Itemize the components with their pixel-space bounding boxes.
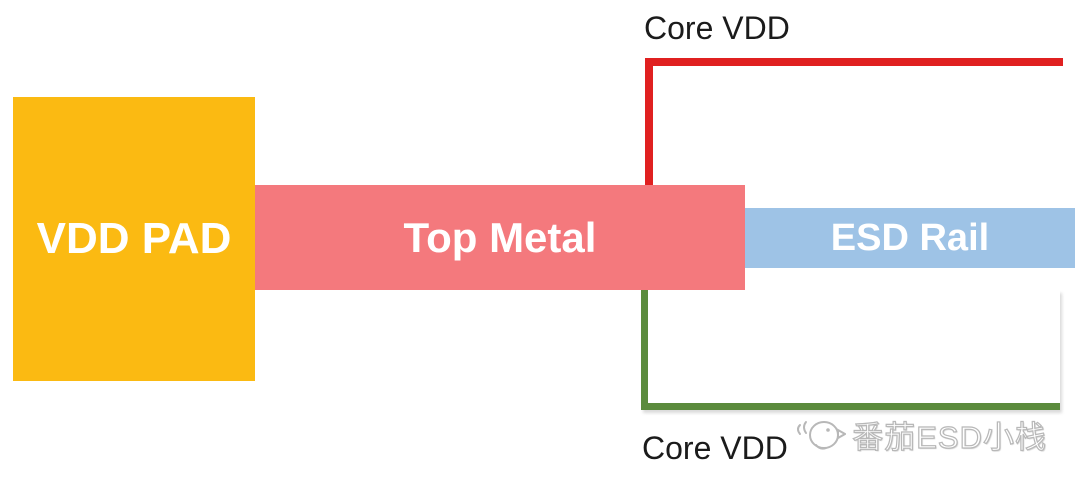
esd-rail-label: ESD Rail xyxy=(830,216,990,259)
vdd-pad-label: VDD PAD xyxy=(36,214,232,263)
esd-rail-block: ESD Rail xyxy=(745,208,1075,268)
top-metal-label: Top Metal xyxy=(403,213,597,261)
core-vdd-bottom-connector-line xyxy=(641,290,1060,410)
vdd-pad-block: VDD PAD xyxy=(13,97,255,381)
core-vdd-bottom-label: Core VDD xyxy=(642,430,788,466)
core-vdd-top-connector-line xyxy=(645,58,1063,186)
watermark: 番茄ESD小栈 xyxy=(794,412,1047,457)
chick-icon xyxy=(794,415,847,455)
top-metal-block: Top Metal xyxy=(255,185,745,290)
watermark-text: 番茄ESD小栈 xyxy=(852,419,1047,455)
core-vdd-top-label: Core VDD xyxy=(644,10,790,46)
